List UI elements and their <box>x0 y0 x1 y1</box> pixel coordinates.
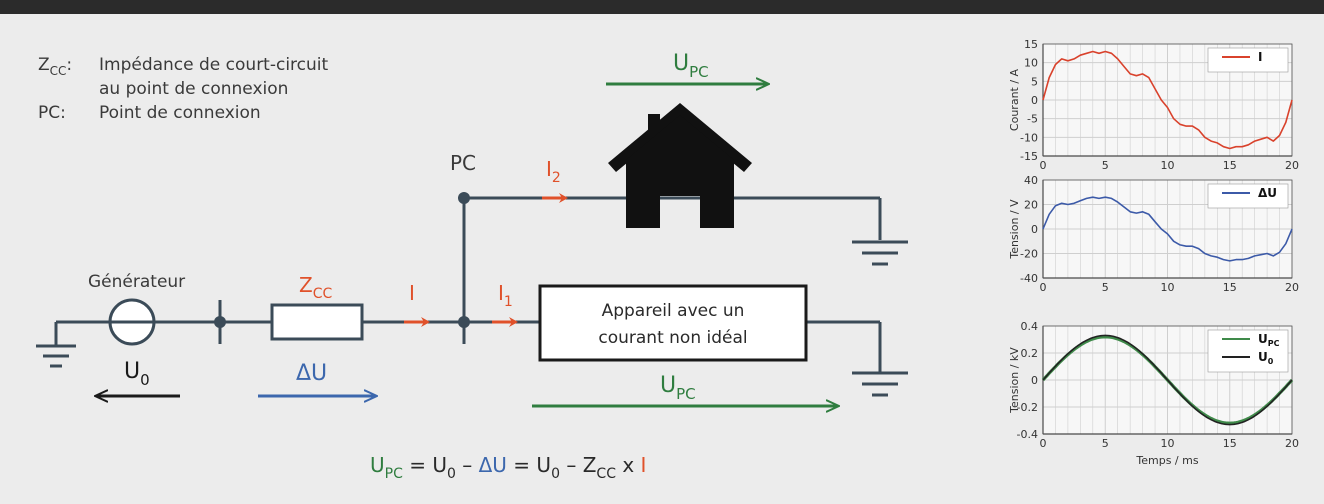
legend-zcc-symbol: ZCC: <box>38 55 72 78</box>
delta-u-label: ΔU <box>296 361 327 386</box>
junction-dot <box>458 316 470 328</box>
y-tick-label: -15 <box>1020 150 1038 163</box>
y-tick-label: -5 <box>1027 113 1038 126</box>
y-tick-label: 10 <box>1024 57 1038 70</box>
impedance-box <box>270 303 364 341</box>
legend-zcc-desc-2: au point de connexion <box>99 79 288 99</box>
y-axis-label: Courant / A <box>1008 68 1021 131</box>
generator-symbol <box>108 298 156 346</box>
x-tick-label: 20 <box>1285 281 1299 294</box>
x-tick-label: 10 <box>1161 437 1175 450</box>
upc-label-top: UPC <box>673 51 709 81</box>
legend-label: I <box>1258 50 1262 64</box>
y-tick-label: 0.2 <box>1021 347 1039 360</box>
legend-box <box>1207 183 1289 209</box>
y-tick-label: 5 <box>1031 75 1038 88</box>
series-line <box>1042 334 1293 426</box>
house-icon <box>608 103 752 228</box>
device-label-line2: courant non idéal <box>598 328 747 348</box>
junctions <box>214 192 470 328</box>
y-tick-label: 20 <box>1024 199 1038 212</box>
current-i2-label: I2 <box>546 157 561 186</box>
y-tick-label: -0.4 <box>1017 428 1038 441</box>
ground-symbol-lower <box>852 371 908 397</box>
u0-label: U0 <box>124 359 150 389</box>
y-tick-label: -10 <box>1020 131 1038 144</box>
x-tick-label: 15 <box>1223 281 1237 294</box>
junction-dot <box>458 192 470 204</box>
legend-label: ΔU <box>1258 186 1277 200</box>
x-tick-label: 5 <box>1102 437 1109 450</box>
x-tick-label: 0 <box>1040 281 1047 294</box>
series-line <box>1042 50 1293 150</box>
series-line <box>1042 196 1293 262</box>
y-tick-label: 15 <box>1024 38 1038 51</box>
generator-label: Générateur <box>88 272 185 292</box>
ground-symbol-upper <box>852 240 908 266</box>
x-tick-label: 0 <box>1040 159 1047 172</box>
legend-box <box>1207 329 1289 373</box>
y-tick-label: -40 <box>1020 272 1038 285</box>
upc-label-bottom: UPC <box>660 373 696 403</box>
y-tick-label: 0 <box>1031 223 1038 236</box>
y-tick-label: -20 <box>1020 248 1038 261</box>
x-axis-label: Temps / ms <box>1135 454 1198 467</box>
legend-block: ZCC: Impédance de court-circuit au point… <box>38 55 329 123</box>
ground-symbol-left <box>36 344 76 368</box>
x-tick-label: 10 <box>1161 281 1175 294</box>
y-tick-label: 0.4 <box>1021 320 1039 333</box>
x-tick-label: 0 <box>1040 437 1047 450</box>
current-i1-label: I1 <box>498 281 513 310</box>
equation: UPC = U0 – ΔU = U0 – ZCC x I <box>370 453 646 482</box>
junction-dot <box>214 316 226 328</box>
legend-zcc-desc-1: Impédance de court-circuit <box>99 55 329 75</box>
legend-box <box>1207 47 1289 73</box>
x-tick-label: 20 <box>1285 159 1299 172</box>
y-tick-label: -0.2 <box>1017 401 1038 414</box>
legend-pc-symbol: PC: <box>38 103 66 123</box>
legend-pc-desc: Point de connexion <box>99 103 261 123</box>
y-tick-label: 40 <box>1024 174 1038 187</box>
x-tick-label: 5 <box>1102 281 1109 294</box>
x-tick-label: 15 <box>1223 159 1237 172</box>
x-tick-label: 5 <box>1102 159 1109 172</box>
pc-label: PC <box>450 151 476 175</box>
top-bar <box>0 0 1324 14</box>
device-label-line1: Appareil avec un <box>602 301 745 321</box>
y-tick-label: 0 <box>1031 374 1038 387</box>
y-axis-label: Tension / V <box>1008 199 1021 260</box>
device-box <box>538 284 808 362</box>
x-tick-label: 20 <box>1285 437 1299 450</box>
x-tick-label: 15 <box>1223 437 1237 450</box>
zcc-label: ZCC <box>299 273 332 302</box>
y-axis-label: Tension / kV <box>1008 347 1021 414</box>
y-tick-label: 0 <box>1031 94 1038 107</box>
x-tick-label: 10 <box>1161 159 1175 172</box>
current-i-label: I <box>409 281 415 305</box>
